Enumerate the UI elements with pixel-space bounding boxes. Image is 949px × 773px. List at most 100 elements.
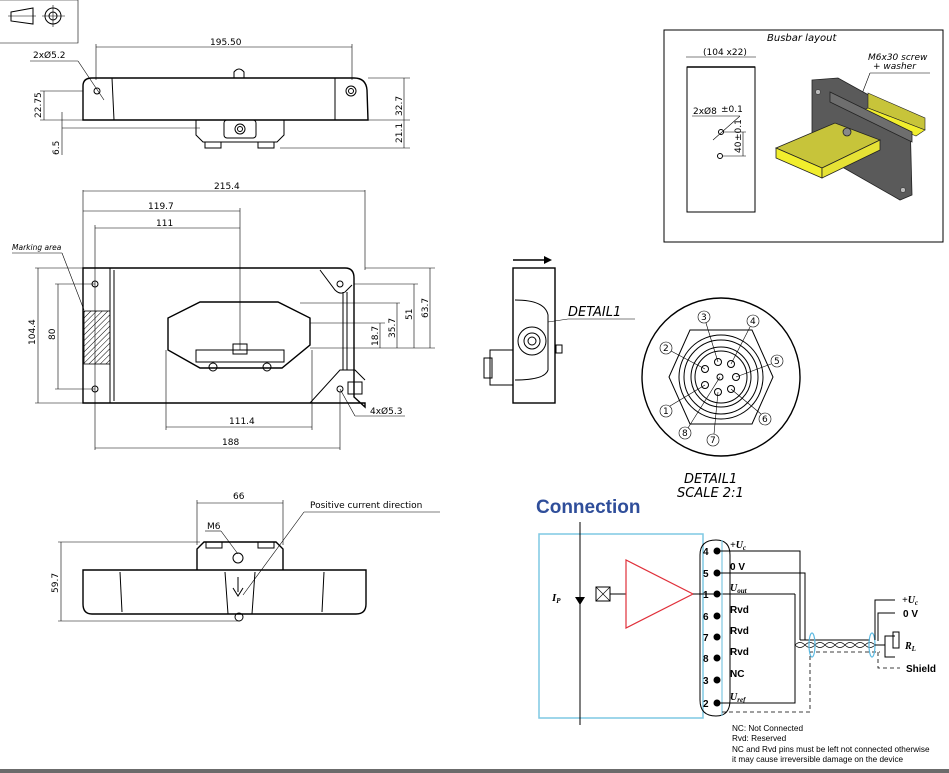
load-resistor-icon: [892, 631, 900, 649]
connector-pin-row: 8 Rvd: [703, 647, 749, 665]
busbar-size: (104 x22): [703, 48, 747, 58]
pin-callouts: 1 2 3 4 5 6 7 8: [659, 310, 784, 447]
first-angle-projection-icon: [8, 5, 65, 27]
busbar-layout-panel: Busbar layout (104 x22) 2xØ8 ±0.1 40 ±0.…: [663, 29, 944, 243]
connection-title: Connection: [536, 497, 641, 518]
bottom-border: [0, 769, 949, 773]
front-view: 215.4 119.7 111 Marking area: [12, 182, 435, 450]
pin-number: 4: [703, 547, 709, 558]
top-view: 195.50 2xØ5.2 22.75 6.5 32.7 21.1: [30, 38, 410, 155]
current-arrow-icon: [575, 597, 585, 605]
pin-number: 7: [703, 633, 709, 644]
thread-label-m6: M6: [207, 522, 221, 532]
pin-dot: [713, 633, 721, 641]
busbar-pitch: 40: [734, 141, 744, 153]
detail-view: 1 2 3 4 5 6 7 8 DETAIL1 SCALE 2:1: [641, 297, 801, 501]
pin-dot: [713, 699, 721, 707]
ip-label: IP: [551, 592, 561, 605]
dim-2x-d5-2: 2xØ5.2: [33, 50, 65, 61]
dim-111: 111: [156, 219, 173, 229]
pin-dot: [713, 654, 721, 662]
dim-215-4: 215.4: [214, 182, 240, 192]
dim-32-7: 32.7: [395, 96, 405, 116]
dim-51: 51: [405, 309, 415, 320]
pin-number: 8: [703, 654, 709, 665]
ext-uc-label: +Uc: [902, 595, 918, 607]
dim-63-7: 63.7: [421, 298, 431, 318]
pin-label: 0 V: [730, 562, 745, 573]
connector-outline: [699, 539, 731, 717]
note-warning-2: it may cause irreversible damage on the …: [732, 754, 904, 764]
pin-callout-8: 8: [682, 429, 688, 439]
connector-pin-row: 2 Uref: [703, 692, 746, 710]
busbar-pitch-tol: ±0.1: [734, 119, 744, 141]
marking-area-label: Marking area: [12, 243, 62, 252]
pin-callout-5: 5: [774, 357, 780, 367]
dim-6-5: 6.5: [52, 141, 62, 155]
amplifier-icon: [625, 559, 695, 629]
pin-callout-6: 6: [762, 415, 768, 425]
dim-119-7: 119.7: [148, 202, 174, 212]
connector-pin-row: 4 +Uc: [703, 540, 746, 558]
busbar-holes-tol: ±0.1: [721, 105, 743, 115]
dim-104-4: 104.4: [28, 319, 38, 345]
connector-pin-row: 1 Uout: [703, 583, 748, 601]
current-direction-arrow-icon: [544, 256, 552, 264]
pin-label: Uout: [730, 583, 748, 595]
pin-dot: [713, 569, 721, 577]
detail-title: DETAIL1: [684, 472, 737, 487]
dim-188: 188: [222, 438, 239, 448]
busbar-assembly-illustration: [774, 77, 926, 201]
dim-195-50: 195.50: [210, 38, 242, 48]
pin-callout-3: 3: [701, 313, 707, 323]
pin-dot: [713, 612, 721, 620]
pin-number: 3: [703, 676, 709, 687]
detail-scale: SCALE 2:1: [677, 486, 744, 501]
pin-label: Rvd: [730, 626, 749, 637]
pin-callout-2: 2: [663, 344, 669, 354]
pin-label: NC: [730, 669, 744, 680]
detail1-callout: DETAIL1: [568, 305, 621, 320]
busbar-title: Busbar layout: [767, 33, 837, 44]
pin-label: Uref: [730, 692, 746, 704]
pin-dot: [713, 547, 721, 555]
pin-number: 5: [703, 569, 709, 580]
side-view: DETAIL1: [483, 256, 635, 404]
projection-symbol: [0, 0, 79, 44]
connector-pin-row: 5 0 V: [703, 562, 745, 580]
dim-18-7: 18.7: [371, 326, 381, 346]
pin-number: 6: [703, 612, 709, 623]
connector-pins: [701, 358, 740, 396]
pin-dot: [713, 676, 721, 684]
pin-label: Rvd: [730, 647, 749, 658]
pin-dot: [713, 590, 721, 598]
connector-pin-row: 3 NC: [703, 669, 744, 687]
pin-label: Rvd: [730, 605, 749, 616]
dim-4x-d5-3: 4xØ5.3: [370, 406, 402, 417]
connection-notes: NC: Not Connected Rvd: Reserved NC and R…: [732, 724, 930, 765]
pin-callout-1: 1: [663, 407, 669, 417]
dim-111-4: 111.4: [229, 417, 255, 427]
connector-pin-row: 7 Rvd: [703, 626, 749, 644]
pin-number: 2: [703, 699, 709, 710]
busbar-holes: 2xØ8: [693, 106, 717, 117]
pin-callout-7: 7: [710, 436, 716, 446]
shield-label: Shield: [906, 664, 936, 675]
dim-80: 80: [48, 328, 58, 340]
dim-21-1: 21.1: [395, 123, 405, 143]
dim-35-7: 35.7: [388, 318, 398, 338]
dim-59-7: 59.7: [51, 573, 61, 593]
bottom-view: 66 M6 Positive current direction 59.7: [51, 492, 440, 622]
note-rvd: Rvd: Reserved: [732, 734, 787, 744]
pin-number: 1: [703, 590, 709, 601]
ext-0v-label: 0 V: [903, 609, 918, 620]
marking-area: [83, 310, 111, 365]
dim-66: 66: [233, 492, 245, 502]
dim-22-75: 22.75: [34, 92, 44, 118]
pin-label: +Uc: [730, 540, 746, 552]
rl-label: RL: [904, 641, 916, 653]
sensor-box: [538, 533, 704, 719]
